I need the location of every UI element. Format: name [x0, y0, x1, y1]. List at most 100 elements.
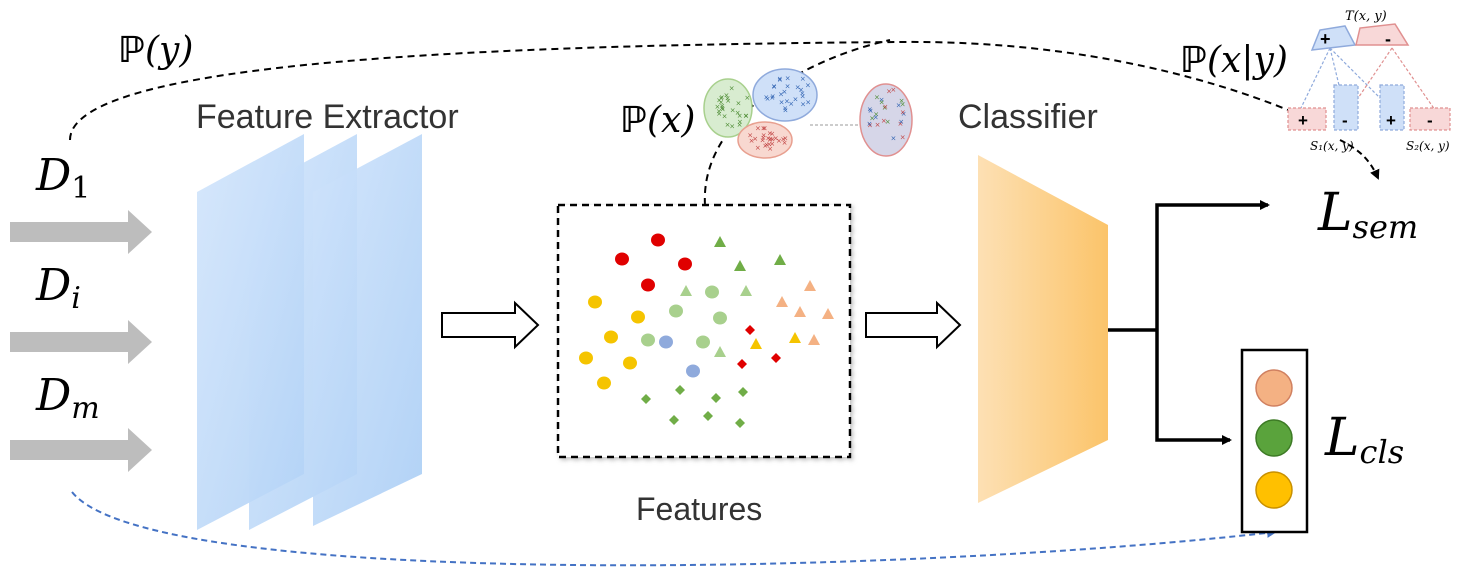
cluster-mark: × [743, 112, 749, 120]
cluster-mark: × [805, 99, 811, 107]
d1-label: D1 [35, 150, 90, 206]
cluster-mark: × [715, 103, 721, 111]
domain-input-arrows [10, 210, 152, 472]
s1-neg [1333, 84, 1359, 131]
s2-pos [1379, 84, 1405, 131]
cluster-mark: × [779, 99, 785, 107]
cluster-mark: × [795, 83, 801, 91]
cluster-blue [752, 68, 818, 122]
cluster-mark: × [882, 103, 888, 111]
cluster-mark: × [764, 141, 770, 149]
cluster-mark: × [719, 102, 725, 110]
cluster-mark: × [743, 112, 749, 120]
cluster-mark: × [716, 110, 722, 118]
traffic-light-green [1255, 419, 1293, 457]
cluster-mark: × [896, 101, 902, 109]
feature-extractor-label: Feature Extractor [196, 98, 459, 136]
cluster-mark: × [867, 120, 873, 128]
cluster-mark: × [762, 125, 768, 133]
cluster-mark: × [780, 136, 786, 144]
s2-plus: + [1386, 111, 1396, 130]
cluster-mark: × [782, 105, 788, 113]
t-red-shape [1355, 23, 1410, 46]
feature-point-triangle [789, 332, 801, 343]
cluster-mark: × [798, 86, 804, 94]
input-arrow-3 [10, 428, 152, 472]
cluster-mark: × [766, 141, 772, 149]
cluster-mark: × [767, 145, 773, 153]
s2-minus: - [1427, 111, 1433, 130]
cluster-mark: × [898, 120, 904, 128]
cluster-mark: × [765, 134, 771, 142]
cluster-mark: × [730, 106, 736, 114]
cluster-mark: × [885, 118, 891, 126]
cluster-mark: × [788, 100, 794, 108]
cluster-mark: × [771, 83, 777, 91]
cluster-mark: × [719, 94, 725, 102]
cluster-mark: × [769, 130, 775, 138]
cluster-mark: × [716, 96, 722, 104]
cluster-mark: × [879, 96, 885, 104]
cluster-mark: × [770, 93, 776, 101]
domain-labels: D1 Di Dm [35, 150, 100, 426]
hollow-arrow-to-classifier [865, 300, 962, 350]
cluster-mark: × [737, 112, 743, 120]
feature-point-circle [713, 311, 727, 325]
feature-point-diamond [737, 359, 747, 369]
bottom-dashed-link [71, 491, 1277, 567]
cluster-mark: × [873, 114, 879, 122]
cluster-mark: × [761, 124, 767, 132]
cluster-mark: × [716, 108, 722, 116]
cluster-mark: × [724, 92, 730, 100]
s1-pos [1287, 107, 1327, 131]
t-plus: + [1320, 29, 1331, 49]
cluster-mark: × [782, 135, 788, 143]
feature-point-diamond [675, 385, 685, 395]
cluster-mark: × [867, 106, 873, 114]
cluster-mark: × [752, 135, 758, 143]
cluster-mark: × [899, 97, 905, 105]
cluster-mark: × [882, 104, 888, 112]
cluster-mark: × [749, 137, 755, 145]
feature-point-circle [696, 335, 710, 349]
feature-point-circle [641, 278, 655, 292]
traffic-light-yellow [1255, 471, 1293, 509]
cluster-mixed [859, 83, 913, 157]
cluster-mark: × [874, 94, 880, 102]
feature-point-circle [669, 304, 683, 318]
feature-point-circle [641, 333, 655, 347]
cluster-mark: × [800, 92, 806, 100]
feature-point-diamond [771, 353, 781, 363]
feature-point-circle [615, 252, 629, 266]
feature-extractor [197, 134, 422, 530]
cluster-mark: × [729, 84, 735, 92]
input-arrow-1 [10, 210, 152, 254]
feature-point-triangle [776, 296, 788, 307]
feature-point-triangle [734, 260, 746, 271]
p-y-dashed-arc [69, 40, 1302, 141]
feature-point-triangle [794, 306, 806, 317]
cluster-mark: × [722, 112, 728, 120]
hollow-arrow-to-features [441, 300, 540, 350]
dm-label: Dm [35, 370, 100, 426]
feature-point-triangle [804, 280, 816, 291]
cluster-mark: × [736, 99, 742, 107]
cluster-green [703, 78, 753, 138]
features-label: Features [636, 491, 762, 527]
cluster-mark: × [881, 117, 887, 125]
feature-point-triangle [774, 254, 786, 265]
cluster-mark: × [785, 75, 791, 83]
feature-point-circle [678, 257, 692, 271]
cluster-mark: × [805, 82, 811, 90]
feature-point-circle [631, 310, 645, 324]
feature-point-triangle [714, 346, 726, 357]
l-cls-label: Lcls [1324, 408, 1404, 471]
cluster-mark: × [767, 136, 773, 144]
cluster-mark: × [784, 98, 790, 106]
cluster-mark: × [765, 95, 771, 103]
t-label: T(x, y) [1345, 9, 1387, 24]
cluster-mark: × [769, 94, 775, 102]
cluster-mark: × [800, 100, 806, 108]
input-arrow-2 [10, 320, 152, 364]
t-blue-shape [1310, 25, 1357, 51]
